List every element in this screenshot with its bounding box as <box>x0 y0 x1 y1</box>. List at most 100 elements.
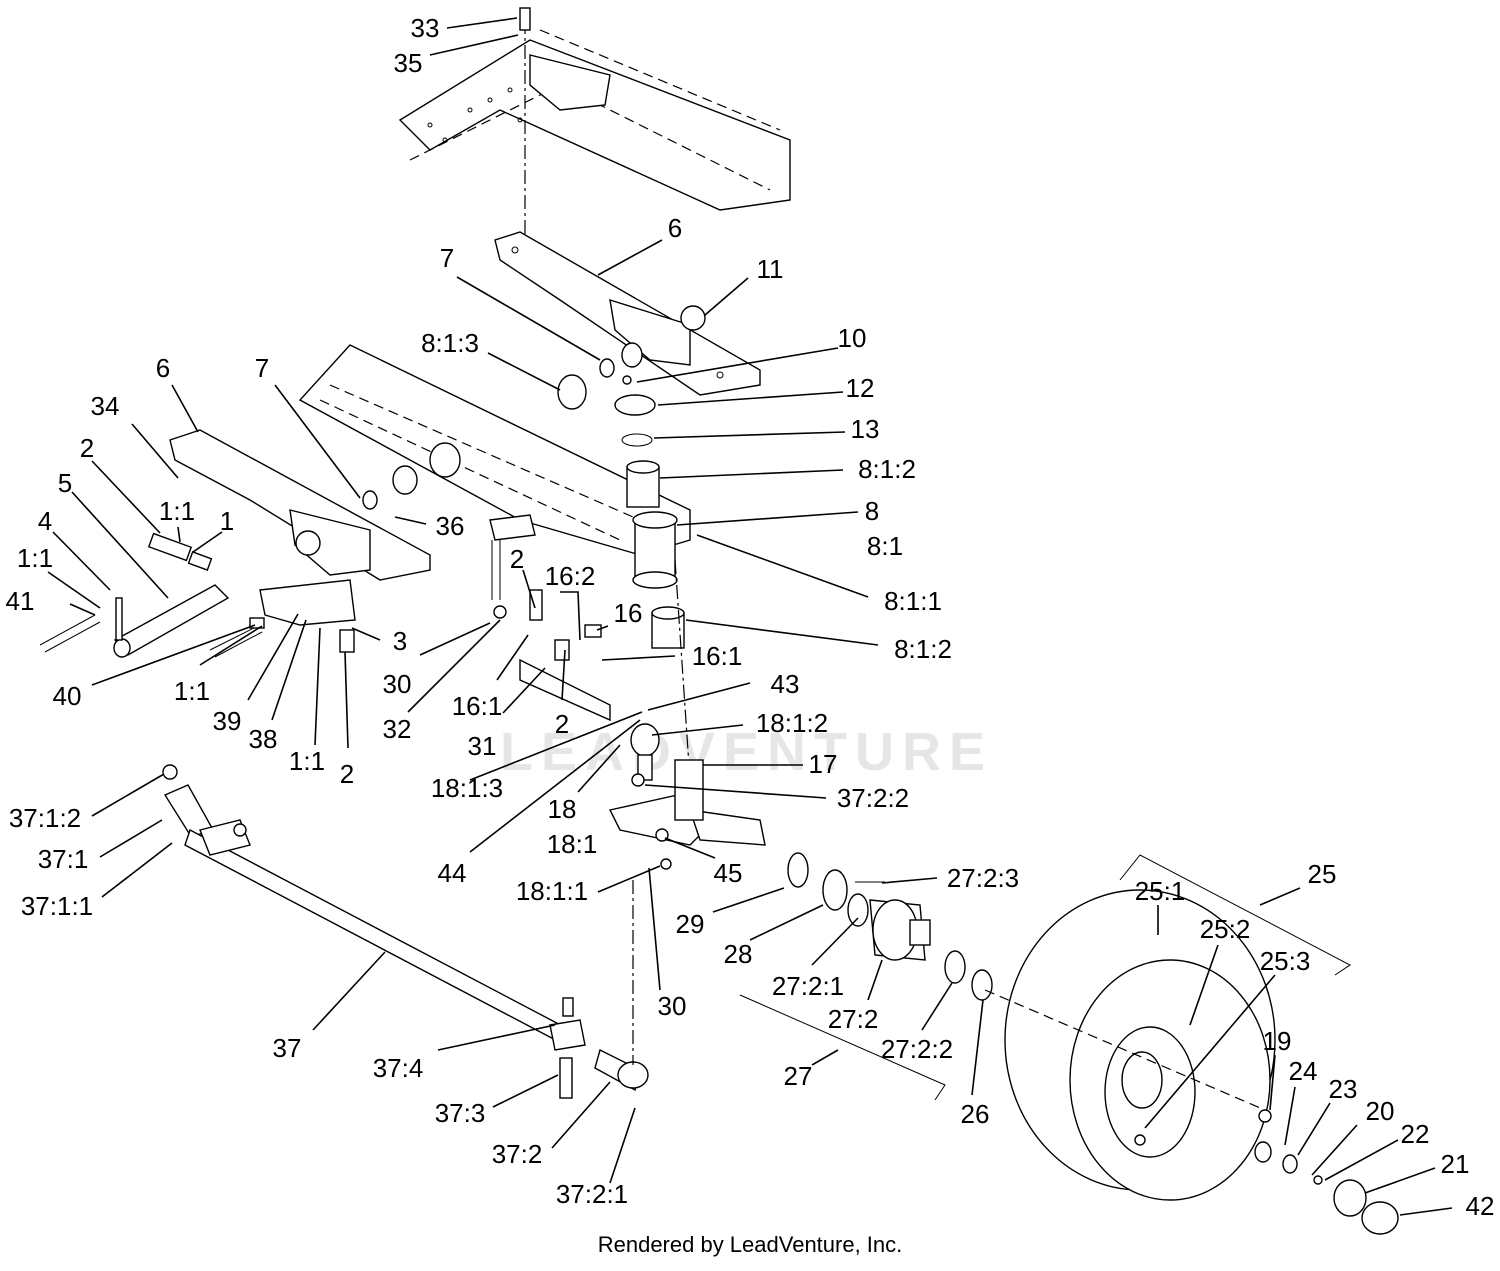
callout-27-2-3: 27:2:3 <box>947 863 1019 893</box>
callout-7: 7 <box>440 243 454 273</box>
callout-27: 27 <box>784 1061 813 1091</box>
callout-25-3: 25:3 <box>1260 946 1311 976</box>
bolt-37-3 <box>559 1057 573 1099</box>
callout-16-1: 16:1 <box>692 641 743 671</box>
callout-18-1: 18:1 <box>547 829 598 859</box>
callout-24: 24 <box>1289 1056 1318 1086</box>
callout-1-1: 1:1 <box>17 543 53 573</box>
callout-8-1-2: 8:1:2 <box>894 634 952 664</box>
callout-11: 11 <box>757 254 784 284</box>
callout-35: 35 <box>394 48 423 78</box>
hose-fittings-lower-left <box>209 579 356 658</box>
callout-8-1-3: 8:1:3 <box>421 328 479 358</box>
callout-1-1: 1:1 <box>289 746 325 776</box>
axle-beam-8 <box>298 344 691 589</box>
callout-36: 36 <box>436 511 465 541</box>
callout-4: 4 <box>38 506 52 536</box>
callout-2: 2 <box>340 759 354 789</box>
callout-16: 16 <box>614 598 643 628</box>
callout-10: 10 <box>838 323 867 353</box>
callout-6: 6 <box>156 353 170 383</box>
callout-37-1-2: 37:1:2 <box>9 803 81 833</box>
callout-8-1-1: 8:1:1 <box>884 586 942 616</box>
ring-13 <box>621 433 653 447</box>
callout-32: 32 <box>383 714 412 744</box>
callout-27-2-1: 27:2:1 <box>772 971 844 1001</box>
callout-18: 18 <box>548 794 577 824</box>
callout-8-1: 8:1 <box>867 531 903 561</box>
bushing-8-1-3 <box>557 374 587 410</box>
callout-6: 6 <box>668 213 682 243</box>
leader-lines <box>47 17 1453 1216</box>
callout-37-4: 37:4 <box>373 1053 424 1083</box>
bolt-37-4 <box>562 997 574 1017</box>
bushing-11 <box>680 305 706 331</box>
callout-20: 20 <box>1366 1096 1395 1126</box>
callout-16-2: 16:2 <box>545 561 596 591</box>
callout-37-3: 37:3 <box>435 1098 486 1128</box>
nut-30-lower <box>660 858 672 870</box>
callout-30: 30 <box>383 669 412 699</box>
callout-8: 8 <box>865 496 879 526</box>
callout-labels: 33 35 6 11 7 10 8:1:3 12 6 7 13 34 8:1:2… <box>6 13 1495 1221</box>
callout-18-1-1: 18:1:1 <box>516 876 588 906</box>
callout-3: 3 <box>393 626 407 656</box>
callout-17: 17 <box>809 749 838 779</box>
callout-44: 44 <box>438 858 467 888</box>
bracket-6-lower <box>169 429 431 581</box>
callout-38: 38 <box>249 724 278 754</box>
callout-29: 29 <box>676 909 705 939</box>
callout-12: 12 <box>846 373 875 403</box>
callout-25: 25 <box>1308 859 1337 889</box>
hub-assembly-27 <box>787 852 993 1001</box>
washer-23 <box>1282 1154 1298 1174</box>
callout-25-2: 25:2 <box>1200 914 1251 944</box>
footer-credit: Rendered by LeadVenture, Inc. <box>597 1232 903 1257</box>
bolt-33 <box>519 7 531 31</box>
callout-37-1: 37:1 <box>38 844 89 874</box>
callout-5: 5 <box>58 468 72 498</box>
bracket-25 <box>1119 854 1351 976</box>
steering-cylinder-5 <box>39 584 230 658</box>
pin-22 <box>1313 1175 1323 1185</box>
callout-37-1-1: 37:1:1 <box>21 891 93 921</box>
callout-19: 19 <box>1263 1026 1292 1056</box>
frame-rail <box>398 29 791 211</box>
callout-39: 39 <box>213 706 242 736</box>
callout-1: 1 <box>220 506 234 536</box>
nut-19 <box>1258 1109 1272 1123</box>
callout-13: 13 <box>851 414 880 444</box>
valve-assembly <box>489 514 611 722</box>
callout-37-2: 37:2 <box>492 1139 543 1169</box>
nut-37-1-2 <box>162 764 178 780</box>
cap-21 <box>1333 1179 1367 1217</box>
callout-23: 23 <box>1329 1074 1358 1104</box>
bushing-8-1-2-upper <box>626 460 660 508</box>
fitting-assembly-1 <box>147 532 213 571</box>
callout-26: 26 <box>961 1099 990 1129</box>
callout-30: 30 <box>658 991 687 1021</box>
callout-42: 42 <box>1466 1191 1495 1221</box>
callout-40: 40 <box>53 681 82 711</box>
dust-cap-42 <box>1361 1201 1399 1235</box>
nut-37-2-2 <box>631 773 645 787</box>
callout-27-2: 27:2 <box>828 1004 879 1034</box>
callout-28: 28 <box>724 939 753 969</box>
washer-7-upper <box>599 358 615 378</box>
callout-2: 2 <box>510 544 524 574</box>
callout-37-2-2: 37:2:2 <box>837 783 909 813</box>
callout-18-1-2: 18:1:2 <box>756 708 828 738</box>
spindle-18 <box>608 723 766 846</box>
callout-18-1-3: 18:1:3 <box>431 773 503 803</box>
centerline-spindle <box>674 559 691 781</box>
fitting-10 <box>622 375 632 385</box>
callout-7: 7 <box>255 353 269 383</box>
callout-1-1: 1:1 <box>159 496 195 526</box>
washer-7-lower <box>362 490 378 510</box>
bracket-6-upper <box>494 231 761 396</box>
callout-33: 33 <box>411 13 440 43</box>
callout-2: 2 <box>555 709 569 739</box>
washer-24 <box>1254 1141 1272 1163</box>
callout-41: 41 <box>6 586 35 616</box>
